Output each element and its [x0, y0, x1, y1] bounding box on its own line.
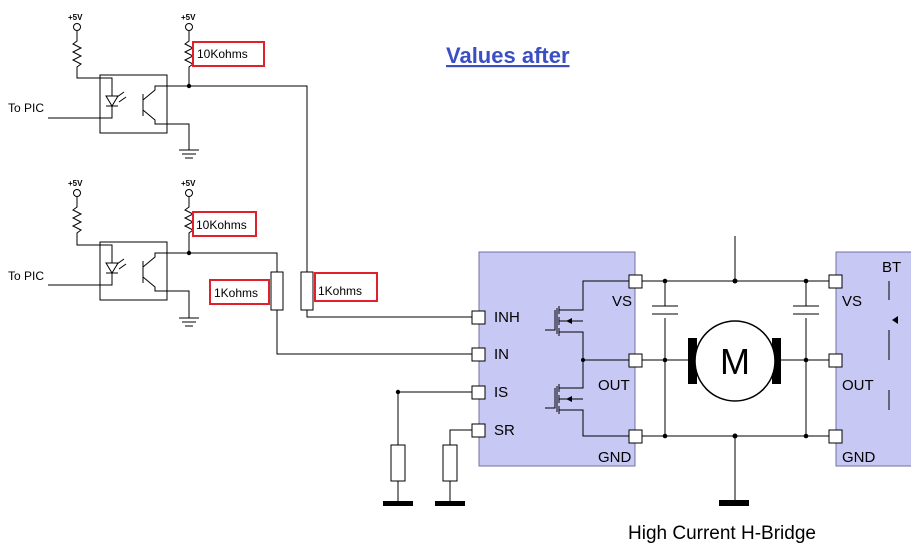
- series-value-label: 1Kohms: [318, 284, 362, 298]
- series-resistor-left: [270, 271, 284, 311]
- motor-label: M: [720, 341, 750, 382]
- optocoupler-2: +5V +5V To PIC 10Kohms: [8, 179, 278, 327]
- pin-label-vs-right: VS: [842, 293, 862, 310]
- diagram-caption: High Current H-Bridge: [628, 523, 816, 544]
- supply-label: +5V: [68, 179, 83, 188]
- to-pic-label: To PIC: [8, 101, 44, 115]
- pin-label-sr: SR: [494, 422, 515, 439]
- led-resistor: [71, 31, 100, 79]
- diagram-title: Values after: [446, 43, 570, 68]
- highlight-box-pullup: [192, 41, 265, 67]
- optocoupler-1: +5V +5V To PIC 10Kohms: [8, 13, 308, 272]
- sense-resistors: [383, 389, 472, 506]
- highlight-box-pullup: [192, 211, 257, 237]
- pin-label-in: IN: [494, 346, 509, 363]
- led-resistor: [71, 197, 100, 246]
- pullup-resistor: [183, 31, 195, 86]
- pin-label-out: OUT: [598, 377, 630, 394]
- h-bridge-wiring: [642, 236, 842, 506]
- driver-right: BT VS OUT GND: [828, 251, 911, 467]
- pullup-value-label: 10Kohms: [196, 218, 247, 232]
- highlight-box-series-left: [209, 279, 270, 305]
- pin-label-vs: VS: [612, 293, 632, 310]
- pin-label-gnd: GND: [598, 449, 632, 466]
- motor: M: [688, 320, 781, 402]
- highlight-box-series-right: [314, 272, 378, 302]
- pullup-resistor: [183, 197, 195, 253]
- pin-label-gnd-right: GND: [842, 449, 876, 466]
- driver-body-right: [835, 251, 911, 467]
- pin-label-is: IS: [494, 384, 508, 401]
- series-resistors: 1Kohms 1Kohms: [209, 271, 472, 355]
- series-value-label: 1Kohms: [214, 286, 258, 300]
- series-resistor-right: [300, 271, 314, 311]
- driver-right-title: BT: [882, 259, 901, 276]
- to-pic-label: To PIC: [8, 269, 44, 283]
- supply-label: +5V: [68, 13, 83, 22]
- supply-label: +5V: [181, 13, 196, 22]
- supply-label: +5V: [181, 179, 196, 188]
- pin-label-inh: INH: [494, 309, 520, 326]
- pin-label-out-right: OUT: [842, 377, 874, 394]
- pullup-value-label: 10Kohms: [197, 47, 248, 61]
- driver-left: INH IN IS SR VS OUT GND: [471, 251, 643, 467]
